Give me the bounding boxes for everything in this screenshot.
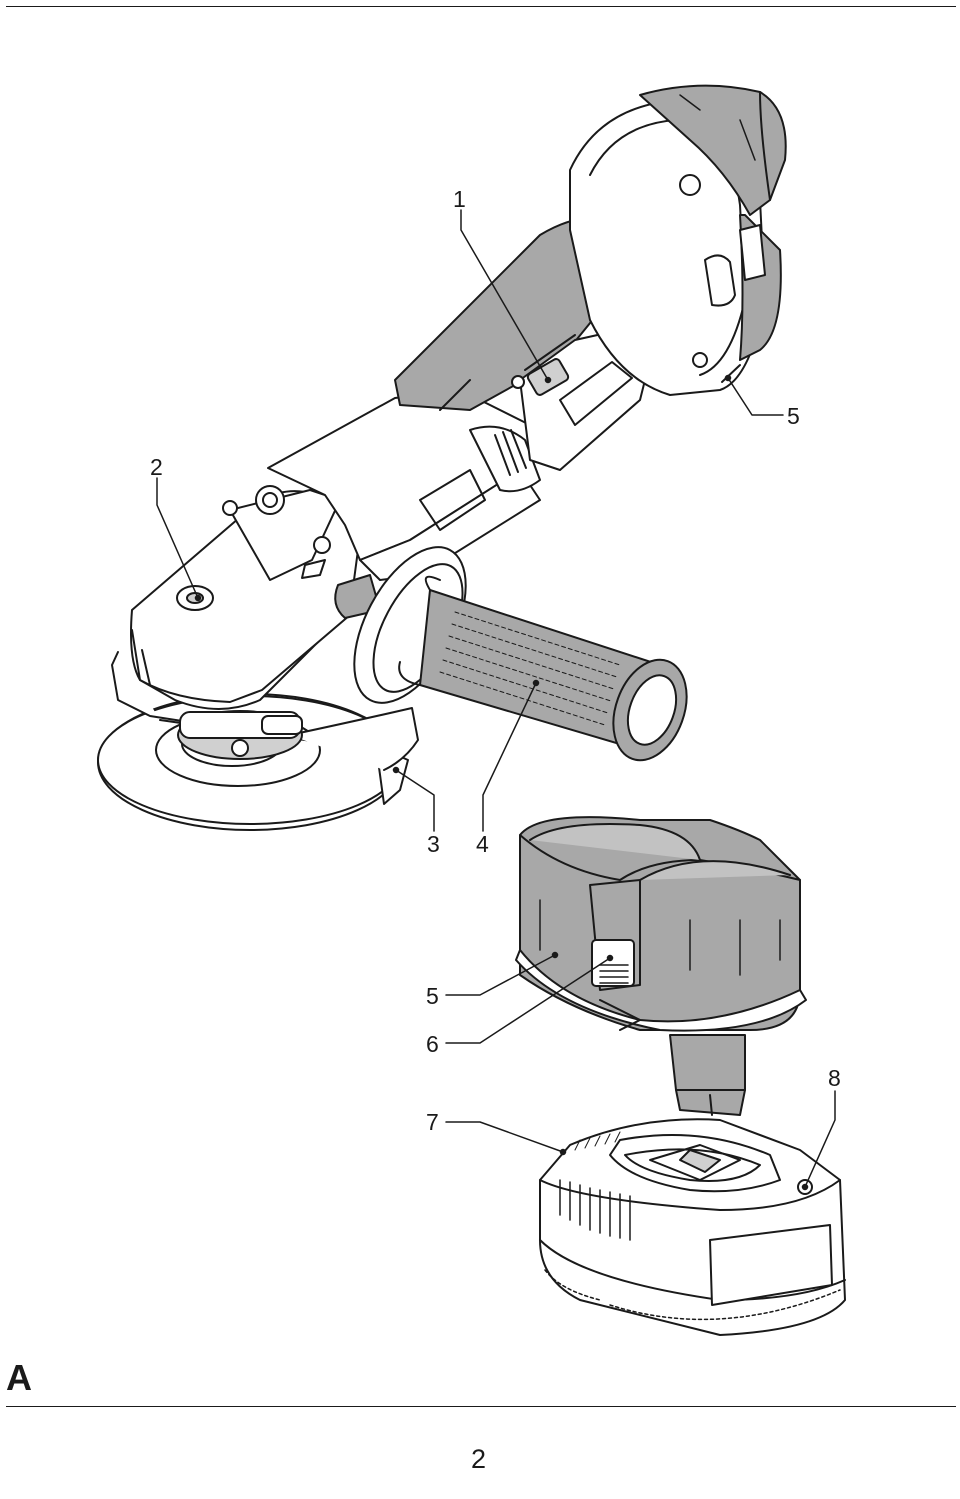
- leader-2: [156, 477, 199, 599]
- leader-7: [445, 1121, 564, 1153]
- angle-grinder: [97, 84, 787, 831]
- charger: [539, 1118, 846, 1336]
- page-number: 2: [471, 1444, 487, 1474]
- callout-6: 6: [426, 1031, 439, 1057]
- side-handle: [334, 546, 688, 762]
- figure-letter: A: [6, 1357, 32, 1398]
- leader-5a: [727, 377, 784, 416]
- battery-mount: [569, 99, 766, 396]
- bottom-rule: [6, 1406, 956, 1407]
- leader-6: [445, 957, 611, 1044]
- guard: [111, 651, 419, 805]
- battery-pack-on-tool: [639, 84, 787, 383]
- gear-head: [130, 485, 361, 710]
- callout-8: 8: [828, 1065, 841, 1091]
- handle-frame: [511, 329, 651, 471]
- leader-1: [460, 209, 549, 381]
- callout-3: 3: [427, 831, 440, 857]
- callout-7: 7: [426, 1109, 439, 1135]
- callout-4: 4: [476, 831, 489, 857]
- side-handle-texture: [439, 611, 621, 726]
- leader-3: [395, 769, 435, 832]
- charger-top-vents: [574, 1131, 621, 1151]
- battery-pack: [515, 816, 807, 1186]
- leader-4: [482, 682, 537, 832]
- callout-2: 2: [150, 454, 163, 480]
- callout-5-battery: 5: [426, 983, 439, 1009]
- clamp: [177, 710, 303, 760]
- leader-8: [804, 1090, 836, 1188]
- leader-5b: [445, 954, 556, 996]
- top-rule: [6, 6, 956, 7]
- callout-1: 1: [453, 186, 466, 212]
- leader-lines: [156, 209, 836, 1191]
- callout-5-tool: 5: [787, 403, 800, 429]
- charger-vents: [559, 1179, 631, 1241]
- motor-housing: [267, 389, 541, 581]
